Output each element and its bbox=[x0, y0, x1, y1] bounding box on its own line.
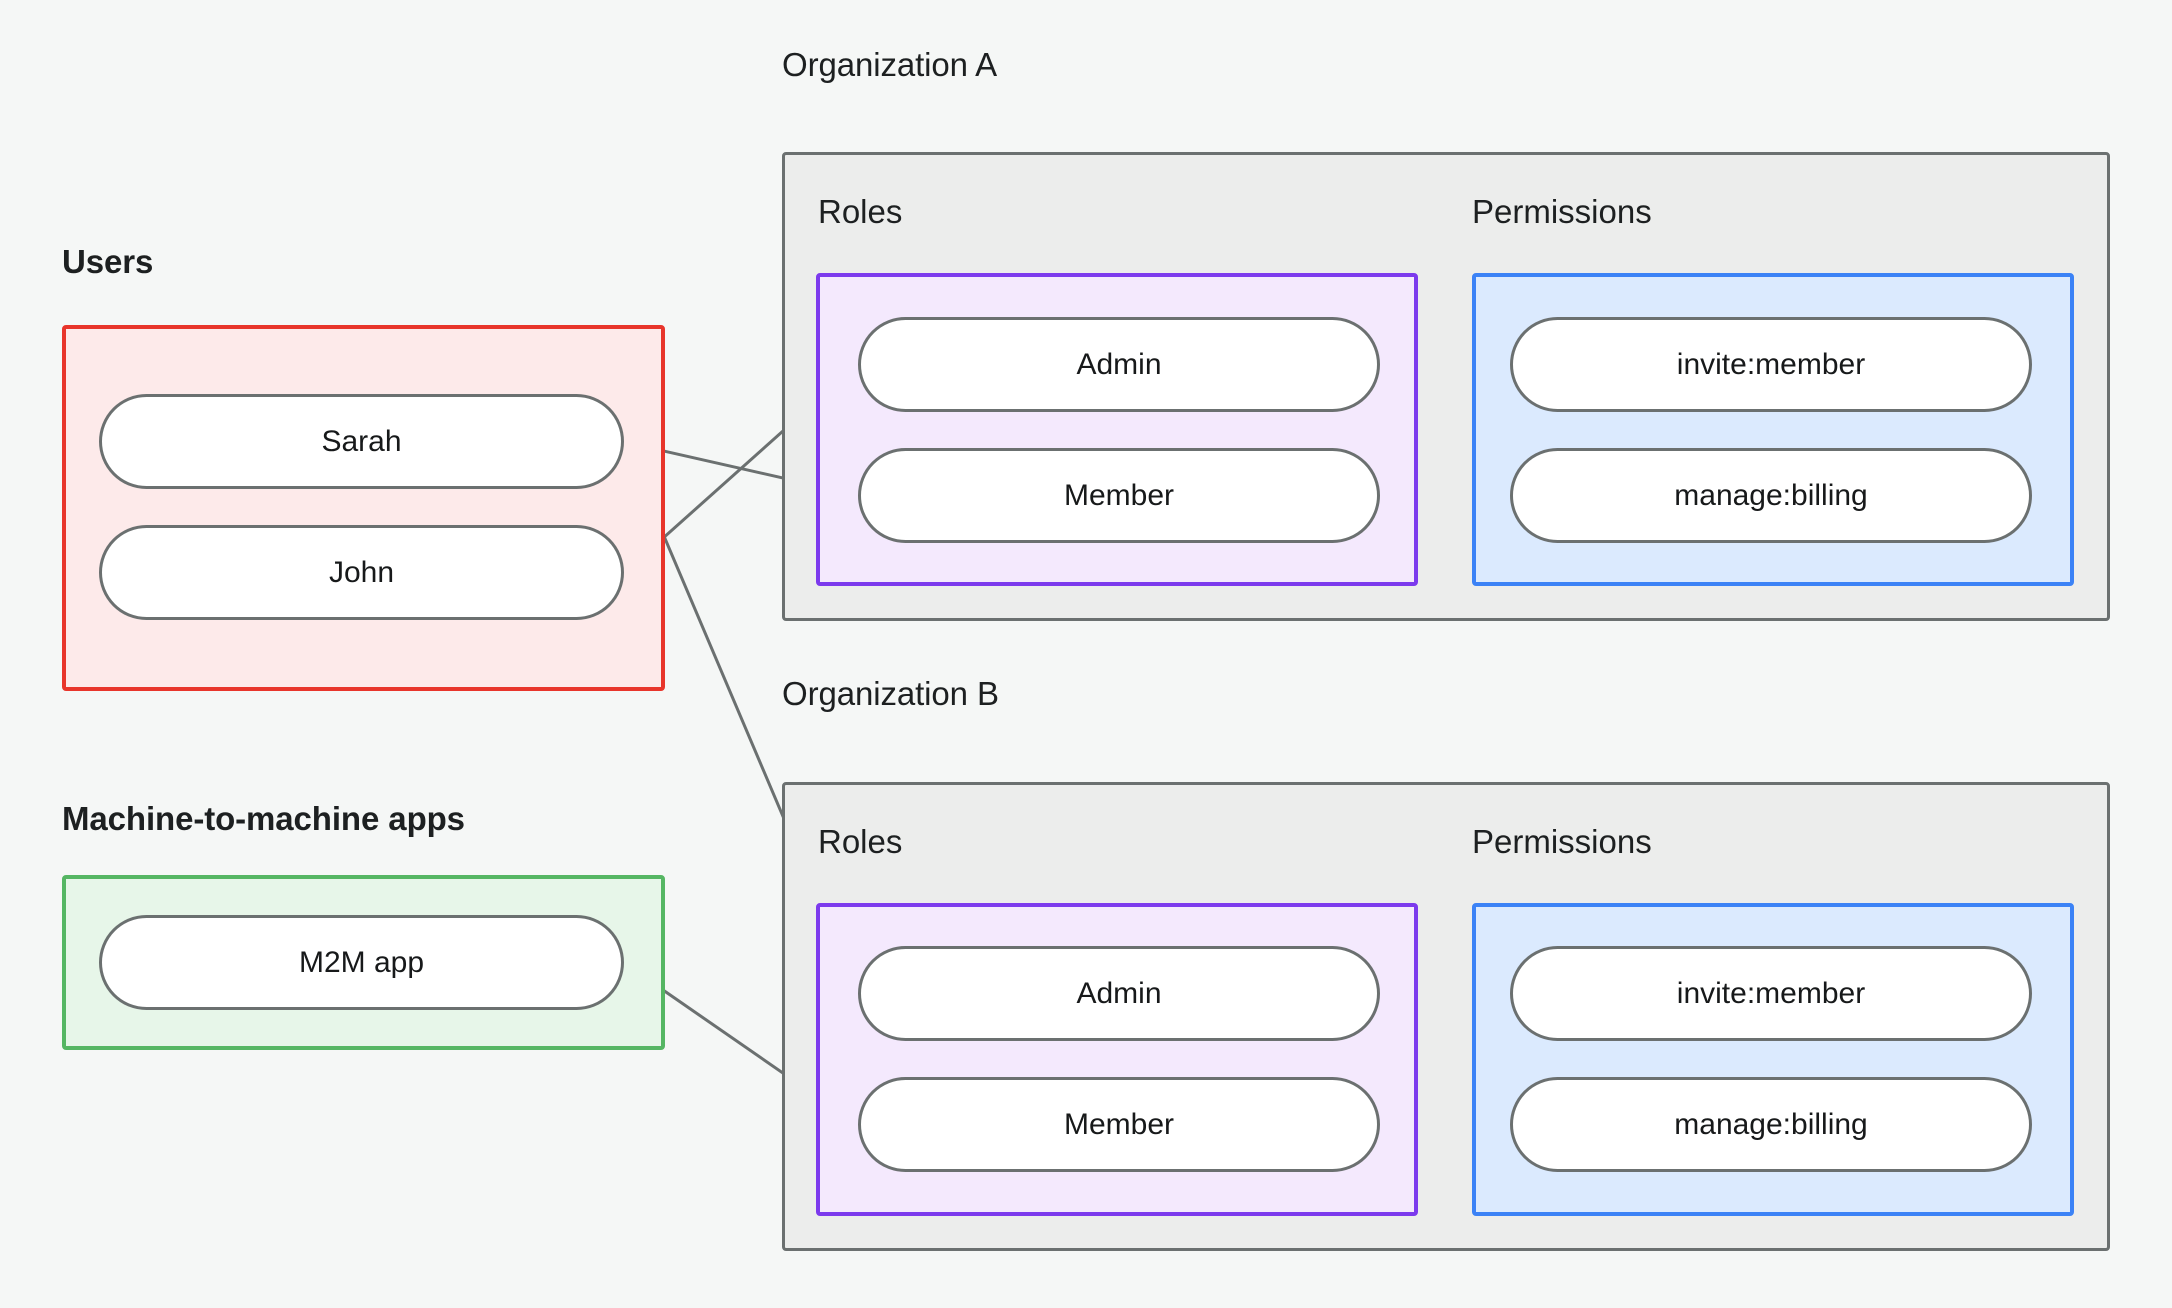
m2m-group-label: Machine-to-machine apps bbox=[62, 800, 465, 837]
org-a-title: Organization A bbox=[782, 46, 998, 83]
node-org-b-role-admin[interactable]: Admin bbox=[858, 946, 1380, 1041]
org-b-roles-label: Roles bbox=[818, 823, 903, 860]
node-org-a-role-admin[interactable]: Admin bbox=[858, 317, 1380, 412]
org-b-title: Organization B bbox=[782, 675, 999, 712]
org-a-permissions-label: Permissions bbox=[1472, 193, 1652, 230]
org-a-roles-label: Roles bbox=[818, 193, 903, 230]
org-b-permissions-label: Permissions bbox=[1472, 823, 1652, 860]
node-org-a-permission-invite-member[interactable]: invite:member bbox=[1510, 317, 2032, 412]
node-org-b-permission-manage-billing[interactable]: manage:billing bbox=[1510, 1077, 2032, 1172]
node-org-b-permission-invite-member[interactable]: invite:member bbox=[1510, 946, 2032, 1041]
node-org-a-permission-manage-billing[interactable]: manage:billing bbox=[1510, 448, 2032, 543]
node-user-john[interactable]: John bbox=[99, 525, 624, 620]
node-m2m-app[interactable]: M2M app bbox=[99, 915, 624, 1010]
node-org-b-role-member[interactable]: Member bbox=[858, 1077, 1380, 1172]
node-user-sarah[interactable]: Sarah bbox=[99, 394, 624, 489]
node-org-a-role-member[interactable]: Member bbox=[858, 448, 1380, 543]
users-group-box bbox=[62, 325, 665, 691]
users-group-label: Users bbox=[62, 243, 154, 280]
